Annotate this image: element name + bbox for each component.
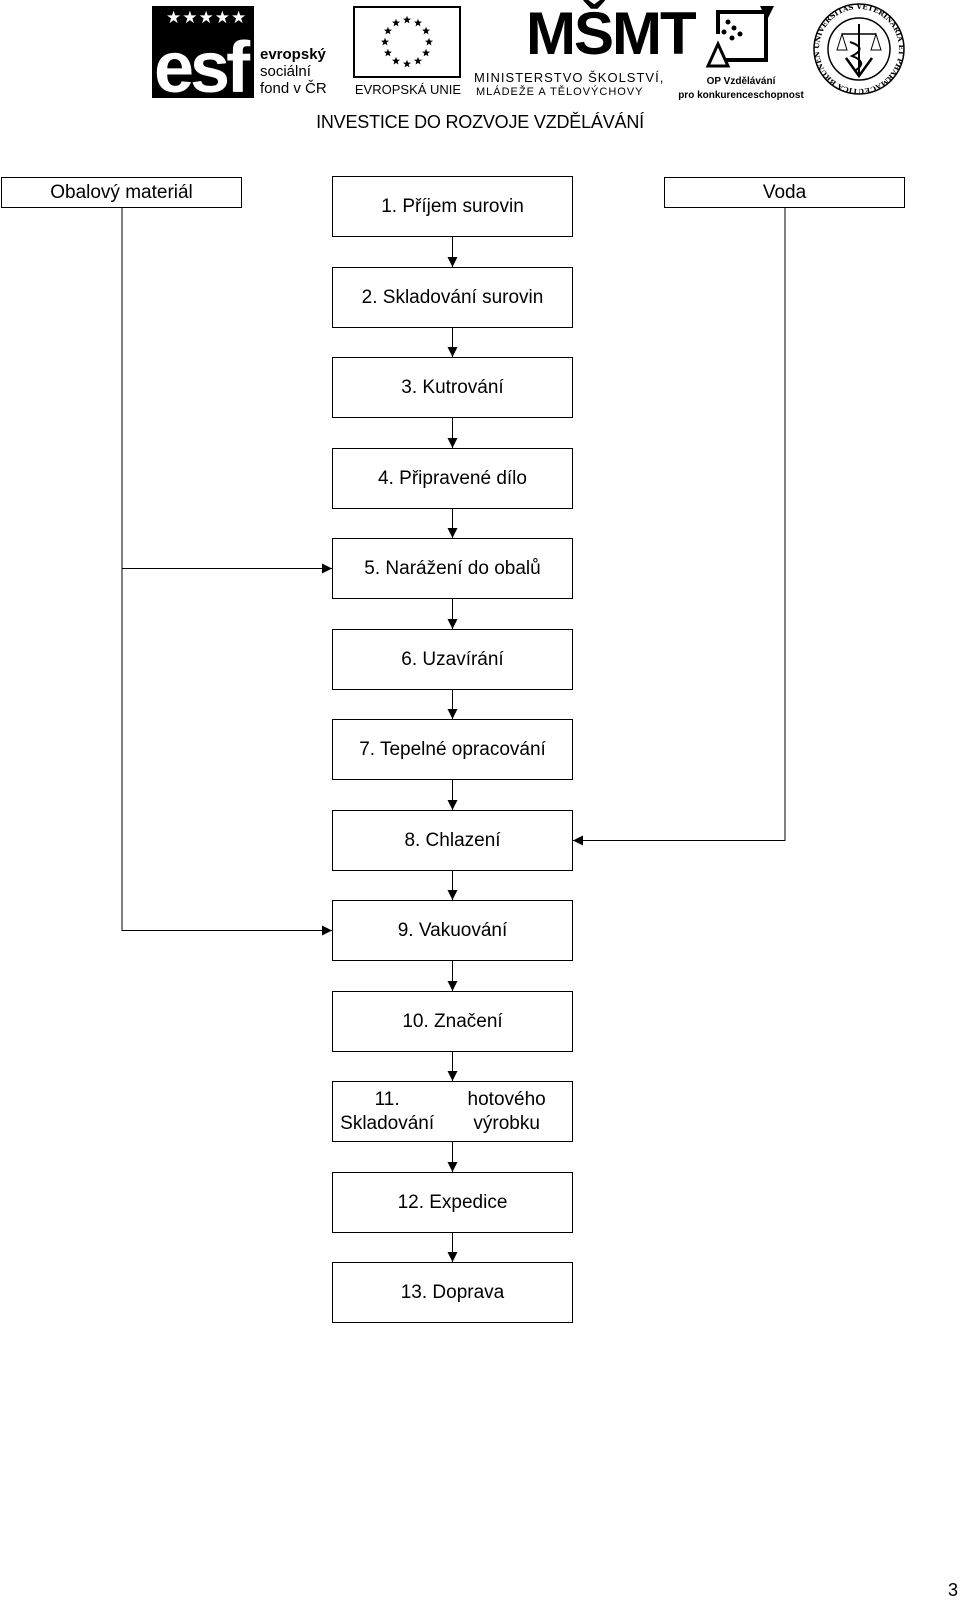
eu-star-icon bbox=[383, 26, 392, 35]
process-step-label: 10. Značení bbox=[402, 1010, 503, 1032]
eu-star-icon bbox=[392, 18, 400, 27]
input-link-arrow bbox=[121, 208, 332, 936]
process-step-label: 11. Skladování bbox=[340, 1088, 435, 1134]
process-step-13: 13. Doprava bbox=[332, 1262, 573, 1323]
eu-star-icon bbox=[422, 48, 431, 57]
process-step-2: 2. Skladování surovin bbox=[332, 267, 573, 328]
process-step-label: 12. Expedice bbox=[397, 1191, 508, 1213]
process-step-5: 5. Narážení do obalů bbox=[332, 538, 573, 599]
eu-star-icon bbox=[414, 56, 422, 65]
process-step-11: 11. Skladování hotového výrobku bbox=[332, 1081, 573, 1142]
input-water: Voda bbox=[664, 177, 905, 208]
input-link-arrow bbox=[573, 208, 786, 846]
eu-star-icon bbox=[381, 37, 389, 46]
eu-star-icon bbox=[392, 56, 400, 65]
msmt-line: MINISTERSTVO ŠKOLSTVÍ, bbox=[474, 70, 665, 85]
eu-star-icon bbox=[403, 59, 411, 68]
input-label: Obalový materiál bbox=[50, 181, 193, 203]
esf-logo: ★★★★★ esf evropský sociální fond v ČR bbox=[152, 6, 342, 108]
msmt-line: MLÁDEŽE A TĚLOVÝCHOVY bbox=[476, 86, 644, 98]
process-step-label: 5. Narážení do obalů bbox=[364, 557, 541, 579]
process-step-label: 9. Vakuování bbox=[397, 919, 508, 941]
eu-star-icon bbox=[403, 15, 411, 24]
invest-slogan: INVESTICE DO ROZVOJE VZDĚLÁVÁNÍ bbox=[316, 112, 644, 132]
esf-text-line: fond v ČR bbox=[260, 80, 327, 97]
process-step-3: 3. Kutrování bbox=[332, 357, 573, 418]
esf-text-line: evropský bbox=[260, 46, 326, 63]
input-packaging-material: Obalový materiál bbox=[1, 177, 242, 208]
eu-star-icon bbox=[425, 37, 433, 46]
op-logo: OP Vzdělávání pro konkurenceschopnost bbox=[676, 4, 806, 101]
process-step-4: 4. Připravené dílo bbox=[332, 448, 573, 509]
process-step-9: 9. Vakuování bbox=[332, 900, 573, 961]
eu-logo: EVROPSKÁ UNIE bbox=[352, 6, 464, 98]
process-step-7: 7. Tepelné opracování bbox=[332, 719, 573, 780]
process-step-label: 8. Chlazení bbox=[404, 829, 501, 851]
logo-header: ★★★★★ esf evropský sociální fond v ČR EV… bbox=[0, 0, 960, 140]
eu-caption: EVROPSKÁ UNIE bbox=[354, 82, 462, 97]
msmt-logo: MŠMT MINISTERSTVO ŠKOLSTVÍ, MLÁDEŽE A TĚ… bbox=[474, 4, 697, 100]
eu-flag-icon bbox=[353, 6, 461, 78]
vfu-seal-icon: UNIVERSITAS VETERINARIA ET PHARMACEUTICA… bbox=[812, 2, 906, 96]
process-step-label: 2. Skladování surovin bbox=[361, 286, 544, 308]
eu-star-icon bbox=[414, 18, 422, 27]
process-step-8: 8. Chlazení bbox=[332, 810, 573, 871]
esf-stars-icon: ★★★★★ bbox=[166, 8, 248, 27]
input-label: Voda bbox=[762, 181, 807, 203]
esf-text: evropský sociální fond v ČR bbox=[260, 46, 327, 97]
process-step-label: 3. Kutrování bbox=[401, 376, 504, 398]
msmt-mark: MŠMT bbox=[526, 0, 697, 67]
eu-star-icon bbox=[383, 48, 392, 57]
op-line: OP Vzdělávání bbox=[706, 76, 776, 87]
process-step-label: hotového výrobku bbox=[467, 1088, 546, 1134]
process-step-label: 7. Tepelné opracování bbox=[359, 738, 546, 760]
process-step-label: 6. Uzavírání bbox=[401, 648, 504, 670]
process-step-1: 1. Příjem surovin bbox=[332, 176, 573, 237]
process-step-6: 6. Uzavírání bbox=[332, 629, 573, 690]
esf-text-line: sociální bbox=[260, 63, 311, 80]
op-line: pro konkurenceschopnost bbox=[678, 90, 804, 101]
process-step-10: 10. Značení bbox=[332, 991, 573, 1052]
op-mark-icon bbox=[705, 6, 774, 68]
process-step-label: 4. Připravené dílo bbox=[378, 467, 527, 489]
process-step-label: 1. Příjem surovin bbox=[381, 195, 524, 217]
input-link-arrow bbox=[121, 208, 332, 574]
page-number: 3 bbox=[947, 1580, 958, 1600]
esf-mark-text: esf bbox=[154, 28, 250, 108]
process-step-12: 12. Expedice bbox=[332, 1172, 573, 1233]
process-step-label: 13. Doprava bbox=[400, 1281, 505, 1303]
esf-mark: ★★★★★ esf bbox=[152, 6, 254, 108]
eu-star-icon bbox=[422, 26, 431, 35]
